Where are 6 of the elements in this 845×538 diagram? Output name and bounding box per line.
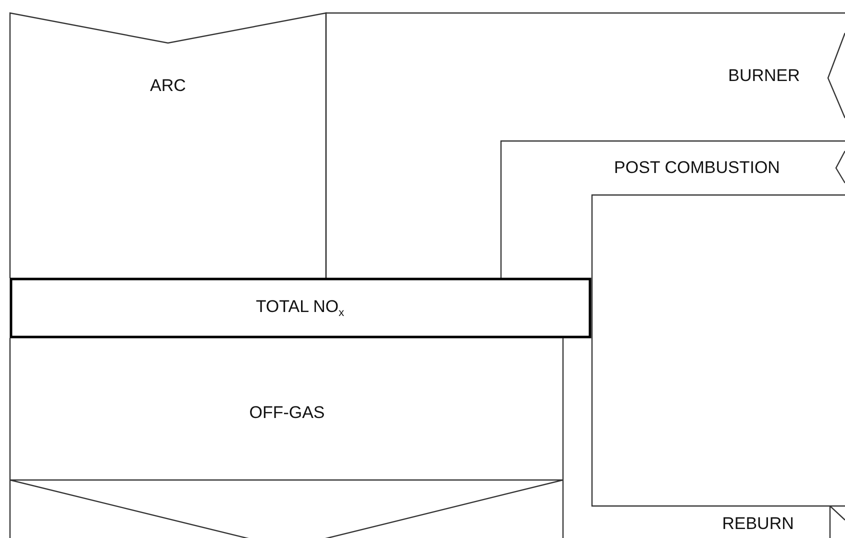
flow-label: BURNER: [728, 66, 800, 86]
flow-label: POST COMBUSTION: [614, 158, 780, 178]
flow-label: REBURN: [722, 514, 794, 534]
flow-label: TOTAL NO$_{x}$: [256, 296, 344, 320]
flow-label: ARC: [150, 76, 186, 96]
flow-label: OFF-GAS: [249, 403, 325, 423]
